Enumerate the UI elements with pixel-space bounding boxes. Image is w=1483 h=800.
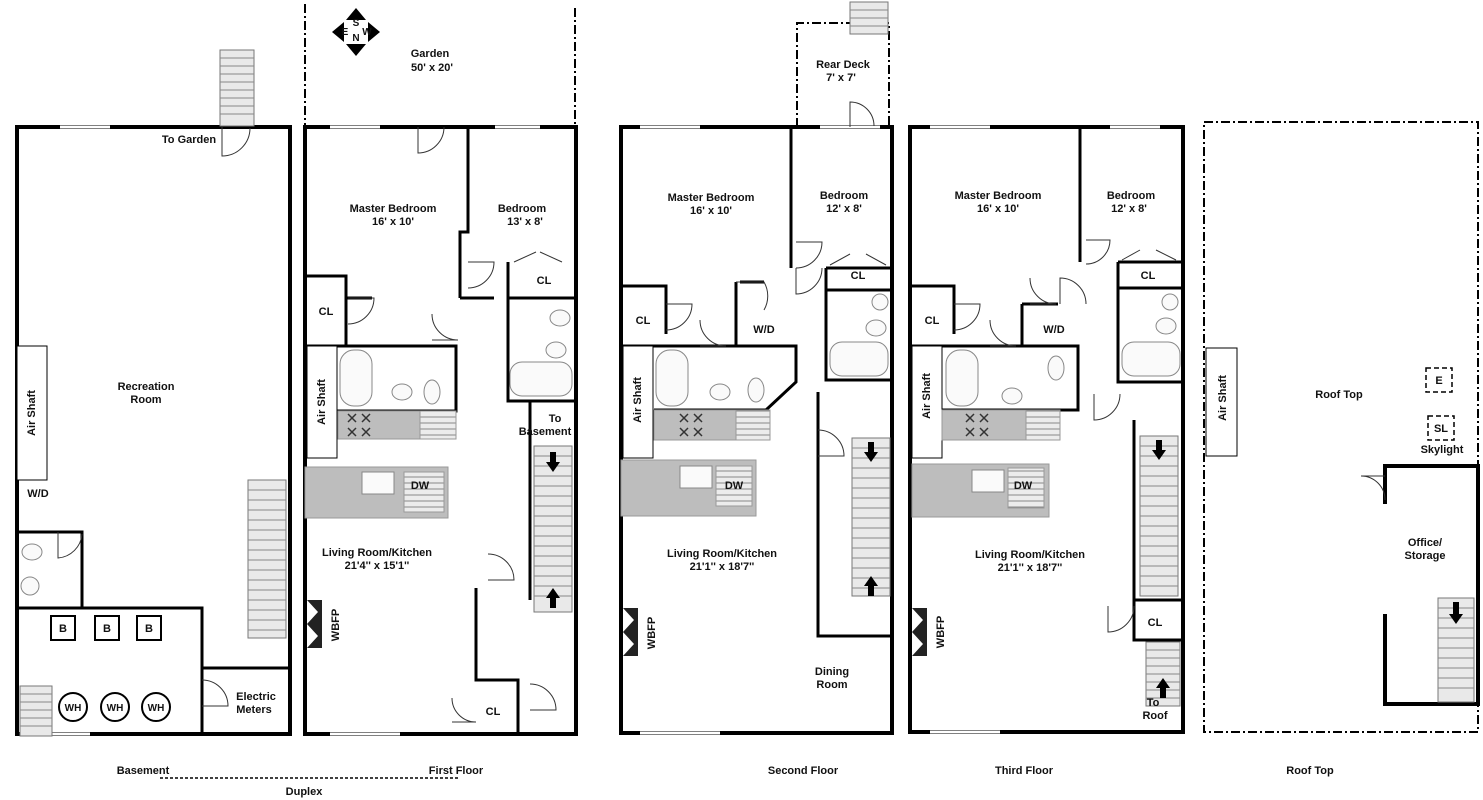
washer-dryer-label: W/D [753,324,774,336]
svg-text:Master Bedroom: Master Bedroom [955,190,1042,202]
svg-text:CL: CL [486,706,501,718]
third-floor-plan: CL W/D CL CL Master Bedroom 16' x 10' Be… [908,125,1185,734]
fireplace-icon [623,608,638,656]
bedroom-size: 13' x 8' [507,216,543,228]
boiler-label: B [59,623,67,635]
to-basement-label: To [549,413,562,425]
living-kitchen-label: Living Room/Kitchen [322,547,432,559]
skylight-label: Skylight [1421,444,1464,456]
rear-deck-label: Rear Deck [816,59,871,71]
compass-n: N [352,33,359,44]
master-bedroom-size: 16' x 10' [372,216,414,228]
svg-text:Room: Room [816,679,847,691]
svg-text:21'1'' x 18'7'': 21'1'' x 18'7'' [998,562,1063,574]
svg-text:21'1'' x 18'7'': 21'1'' x 18'7'' [690,561,755,573]
second-floor-plan: Rear Deck 7' x 7' CL W/D CL Master Bedro… [619,1,894,735]
wd-label: W/D [27,488,48,500]
caption-second-floor: Second Floor [768,765,839,777]
svg-text:WH: WH [148,703,165,714]
roof-top-plan: Air Shaft Roof Top E SL Skylight Office/… [1203,121,1480,733]
svg-text:DW: DW [725,480,744,492]
svg-text:16' x 10': 16' x 10' [977,203,1019,215]
svg-text:Master Bedroom: Master Bedroom [668,192,755,204]
garden-size: 50' x 20' [411,62,453,74]
svg-text:Storage: Storage [1405,550,1446,562]
stairs-up-arrow [1156,678,1170,688]
master-bedroom-label: Master Bedroom [350,203,437,215]
compass-w: W [362,27,372,38]
office-storage-label: Office/ [1408,537,1442,549]
to-garden-label: To Garden [162,134,216,146]
svg-text:CL: CL [925,315,940,327]
garden-stairs [219,49,255,127]
fireplace-icon [307,600,322,648]
svg-text:B: B [103,623,111,635]
svg-text:Air Shaft: Air Shaft [316,379,328,425]
basement-plan: To Garden Air Shaft Recreation Room W/D … [15,49,292,737]
svg-text:CL: CL [1141,270,1156,282]
svg-text:Air Shaft: Air Shaft [1217,375,1229,421]
skylight-box-label: SL [1434,423,1448,435]
compass-icon: S N W E [332,8,380,56]
garden-area: Garden 50' x 20' [304,4,576,127]
svg-text:B: B [145,623,153,635]
svg-text:Bedroom: Bedroom [1107,190,1156,202]
basement-stairs [247,479,287,639]
electric-meters-label: Electric [236,691,276,703]
svg-text:Air Shaft: Air Shaft [921,373,933,419]
svg-text:CL: CL [851,270,866,282]
svg-text:Air Shaft: Air Shaft [632,377,644,423]
rear-deck-size: 7' x 7' [826,72,856,84]
svg-text:Living Room/Kitchen: Living Room/Kitchen [975,549,1085,561]
svg-text:W/D: W/D [1043,324,1064,336]
svg-text:WBFP: WBFP [935,616,947,648]
svg-text:CL: CL [636,315,651,327]
to-roof-label: To [1147,697,1160,709]
svg-text:Living Room/Kitchen: Living Room/Kitchen [667,548,777,560]
fireplace-icon [912,608,927,656]
svg-text:Room: Room [130,394,161,406]
caption-duplex: Duplex [286,786,324,798]
caption-third-floor: Third Floor [995,765,1054,777]
water-heater-label: WH [65,703,82,714]
svg-text:CL: CL [1148,617,1163,629]
compass-s: S [353,18,360,29]
caption-basement: Basement [117,765,170,777]
svg-text:WH: WH [107,703,124,714]
svg-text:Roof: Roof [1142,710,1167,722]
svg-text:WBFP: WBFP [646,617,658,649]
floor-captions: Basement First Floor Second Floor Third … [117,765,1334,798]
caption-first-floor: First Floor [429,765,484,777]
compass-e: E [342,27,349,38]
svg-text:Meters: Meters [236,704,271,716]
dining-room-label: Dining [815,666,849,678]
air-shaft-label: Air Shaft [26,390,38,436]
svg-text:CL: CL [537,275,552,287]
dishwasher-label: DW [411,480,430,492]
bedroom-label: Bedroom [498,203,547,215]
first-floor-plan: CL CL CL Master Bedroom 16' x 10' Bedroo… [303,125,578,736]
roof-top-label: Roof Top [1315,389,1363,401]
stairs-down-arrow [546,462,560,472]
svg-text:16' x 10': 16' x 10' [690,205,732,217]
caption-roof-top: Roof Top [1286,765,1334,777]
elevator-label: E [1435,375,1442,387]
svg-text:DW: DW [1014,480,1033,492]
svg-text:12' x 8': 12' x 8' [1111,203,1147,215]
svg-text:12' x 8': 12' x 8' [826,203,862,215]
svg-text:Bedroom: Bedroom [820,190,869,202]
garden-label: Garden [411,48,450,60]
wbfp-label: WBFP [330,609,342,641]
living-kitchen-size: 21'4'' x 15'1'' [345,560,410,572]
recreation-room-label: Recreation [118,381,175,393]
svg-text:Basement: Basement [519,426,572,438]
closet-label: CL [319,306,334,318]
